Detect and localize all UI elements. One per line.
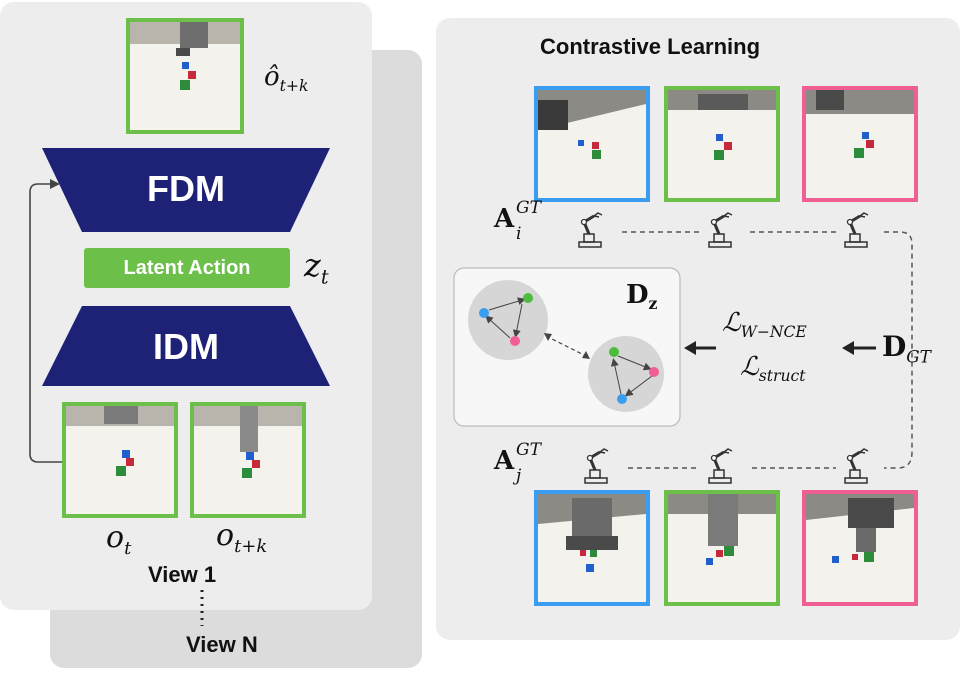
loss-to-dz-arrow <box>684 341 696 355</box>
latent-symbol: zt <box>304 246 329 289</box>
idm-trapezoid <box>42 306 330 386</box>
top-frame-pink <box>802 86 918 202</box>
dashed-loop-right <box>884 231 913 469</box>
robot-arm-icon <box>577 211 604 249</box>
contrastive-learning-title: Contrastive Learning <box>540 34 761 59</box>
loss-wnce-symbol: ℒW−NCE <box>722 308 807 342</box>
top-frame-blue <box>534 86 650 202</box>
blue-node <box>479 308 489 318</box>
top-frame-green <box>664 86 780 202</box>
observation-t-plus-k-frame <box>190 402 306 518</box>
latent-graph-circle <box>468 280 548 360</box>
green-node <box>609 347 619 357</box>
dgt-symbol: DGT <box>882 330 931 367</box>
robot-arm-icon <box>843 447 870 485</box>
robot-arm-icon <box>707 447 734 485</box>
fdm-label: FDM <box>147 168 225 209</box>
bottom-frame-green <box>664 490 780 606</box>
bottom-frame-blue <box>534 490 650 606</box>
view-1-label: View 1 <box>148 562 217 587</box>
green-node <box>523 293 533 303</box>
observation-t-plus-k-symbol: ot+k <box>216 518 268 557</box>
robot-arm-icon <box>583 447 610 485</box>
pink-node <box>510 336 520 346</box>
predicted-observation-symbol: ôt+k <box>264 62 309 96</box>
gt-graph-circle <box>588 336 664 412</box>
feedback-arrowhead <box>50 179 60 189</box>
dz-symbol: Dz <box>626 280 658 314</box>
predicted-observation-frame <box>126 18 244 134</box>
latent-action-box: Latent Action <box>84 248 290 288</box>
dgt-to-loss-arrow <box>842 341 854 355</box>
pink-node <box>649 367 659 377</box>
view-n-label: View N <box>186 632 258 657</box>
idm-label: IDM <box>153 326 219 367</box>
observation-t-frame <box>62 402 178 518</box>
fdm-trapezoid <box>42 148 330 232</box>
blue-node <box>617 394 627 404</box>
loss-struct-symbol: ℒstruct <box>740 352 806 386</box>
feedback-arrow <box>29 183 64 463</box>
robot-arm-icon <box>707 211 734 249</box>
observation-t-symbol: ot <box>106 520 132 559</box>
robot-arm-icon <box>843 211 870 249</box>
bottom-frame-pink <box>802 490 918 606</box>
